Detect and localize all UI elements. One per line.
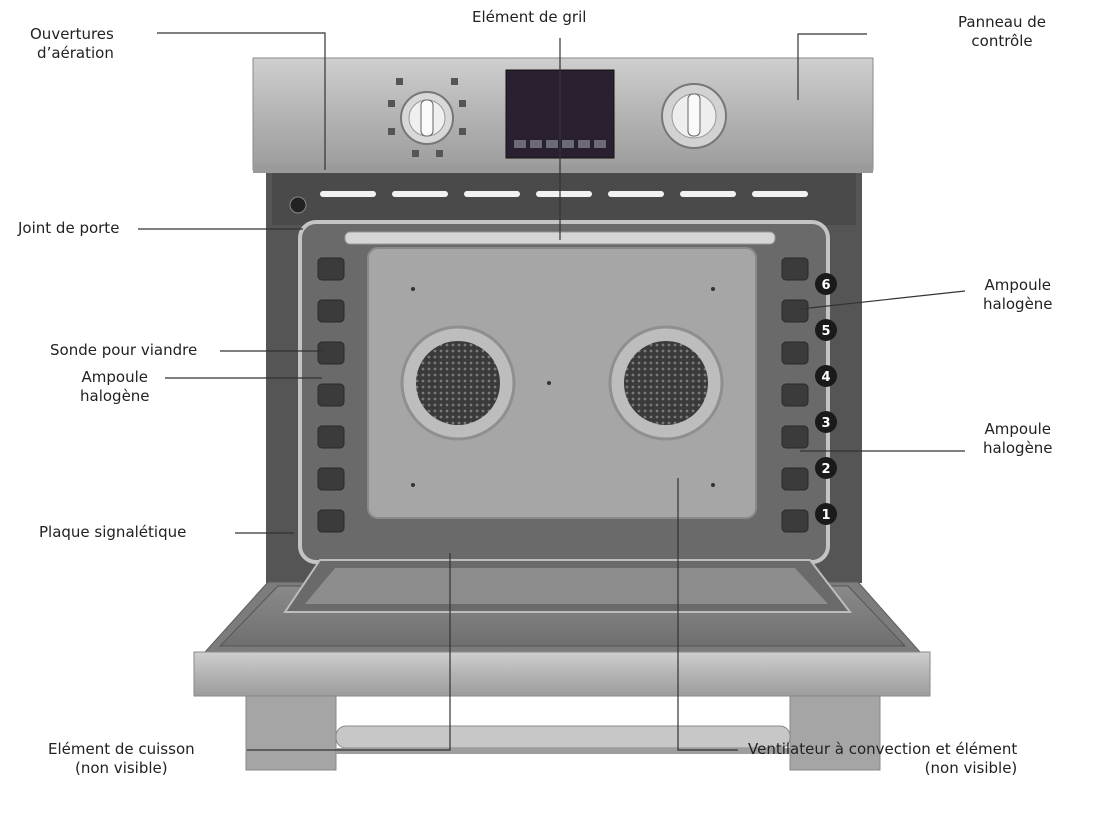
label-halogen-left: Ampoule halogène [80,368,150,406]
label-control-panel: Panneau de contrôle [958,13,1046,51]
rack-position-number: 3 [821,416,830,431]
rack-position-number: 2 [821,462,830,477]
rack-position-number: 6 [821,278,830,293]
door-handle [336,726,790,748]
rack-position-number: 4 [821,370,830,385]
label-meat-probe: Sonde pour viandre [50,341,197,360]
rack-position-number: 5 [821,324,830,339]
vent-slots [320,191,808,197]
label-halogen-bottom-right: Ampoule halogène [983,420,1053,458]
label-convection-fan: Ventilateur à convection et élément (non… [748,740,1017,778]
right-convection-fan [610,327,722,439]
temperature-knob [662,84,726,148]
label-broil-element: Elément de gril [472,8,586,27]
label-bake-element: Elément de cuisson (non visible) [48,740,195,778]
oven-cavity [266,173,862,600]
left-convection-fan [402,327,514,439]
label-door-gasket: Joint de porte [18,219,119,238]
rack-position-number: 1 [821,508,830,523]
label-nameplate: Plaque signalétique [39,523,186,542]
oven-door [194,560,930,770]
control-panel [253,58,873,173]
label-vents: Ouvertures d’aération [30,25,114,63]
label-halogen-top-right: Ampoule halogène [983,276,1053,314]
